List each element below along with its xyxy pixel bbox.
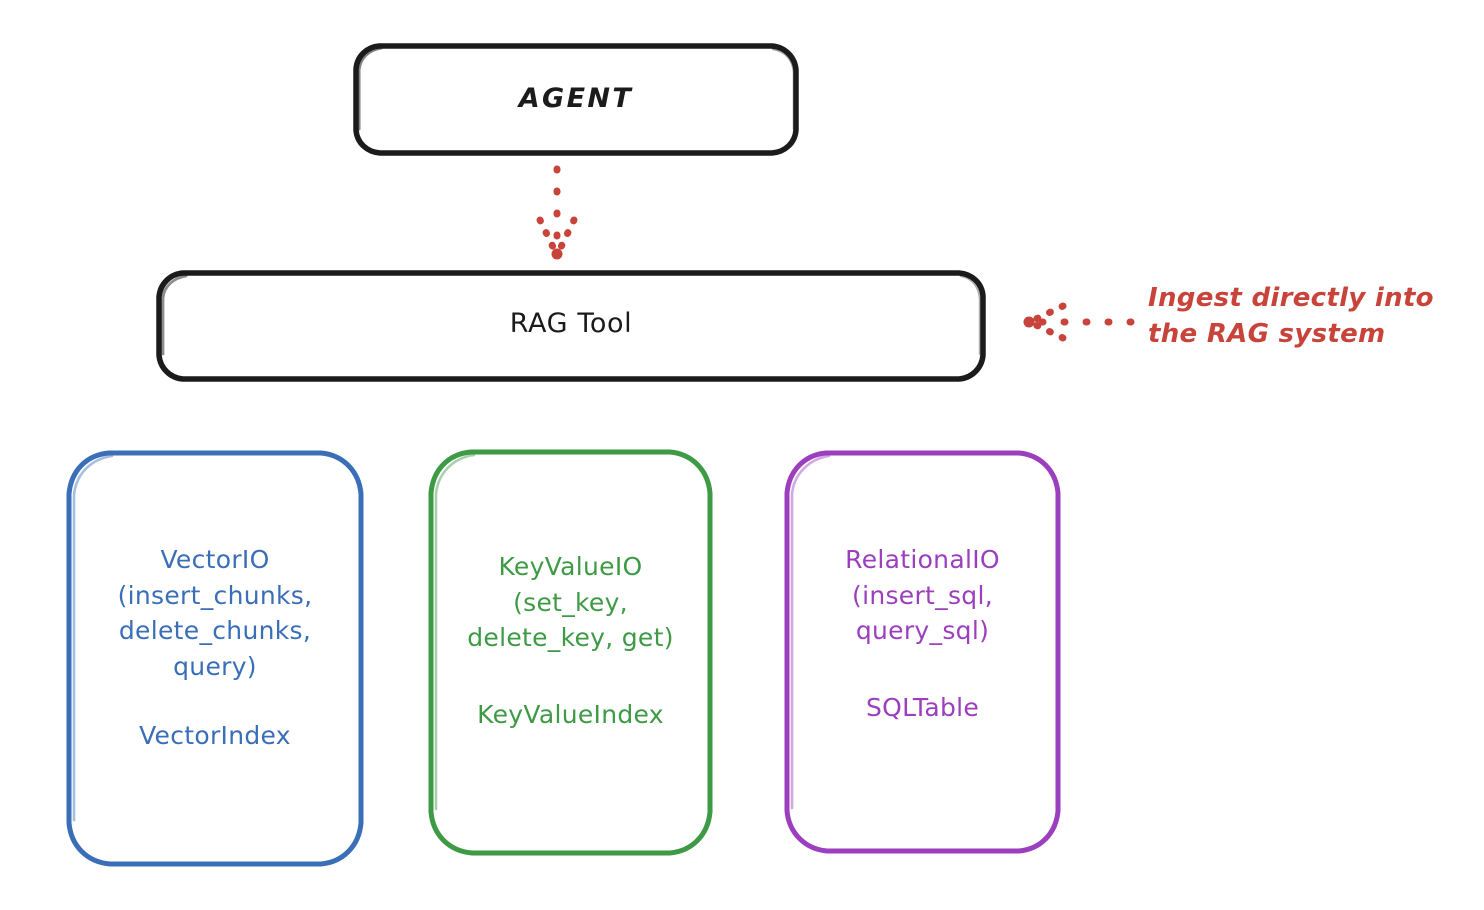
node-relational-io-api: RelationalIO (insert_sql, query_sql)	[845, 545, 1000, 645]
node-rag-tool-outline	[156, 270, 986, 382]
node-agent-label: AGENT	[518, 83, 634, 114]
node-vector-io-outline	[66, 450, 364, 867]
node-keyvalue-io-outline	[428, 449, 713, 856]
node-vector-io[interactable]: VectorIO (insert_chunks, delete_chunks, …	[66, 450, 364, 867]
node-relational-io-index: SQLTable	[865, 693, 980, 722]
node-relational-io[interactable]: RelationalIO (insert_sql, query_sql) SQL…	[784, 450, 1061, 854]
node-keyvalue-io-index: KeyValueIndex	[477, 700, 664, 729]
node-rag-tool-label: RAG Tool	[509, 308, 633, 339]
node-vector-io-index: VectorIndex	[139, 721, 291, 750]
node-relational-io-outline	[784, 450, 1061, 854]
edge-agent-to-rag-tool	[536, 165, 578, 260]
node-vector-io-api: VectorIO (insert_chunks, delete_chunks, …	[117, 545, 313, 681]
annotation-ingest-directly: Ingest directly into the RAG system	[1148, 283, 1434, 349]
node-keyvalue-io[interactable]: KeyValueIO (set_key, delete_key, get) Ke…	[428, 449, 713, 856]
node-agent-outline	[353, 43, 799, 156]
edge-ingest-to-rag-tool	[1023, 302, 1135, 342]
node-agent[interactable]: AGENT	[353, 43, 799, 156]
node-keyvalue-io-api: KeyValueIO (set_key, delete_key, get)	[467, 552, 674, 652]
node-rag-tool[interactable]: RAG Tool	[156, 270, 986, 382]
